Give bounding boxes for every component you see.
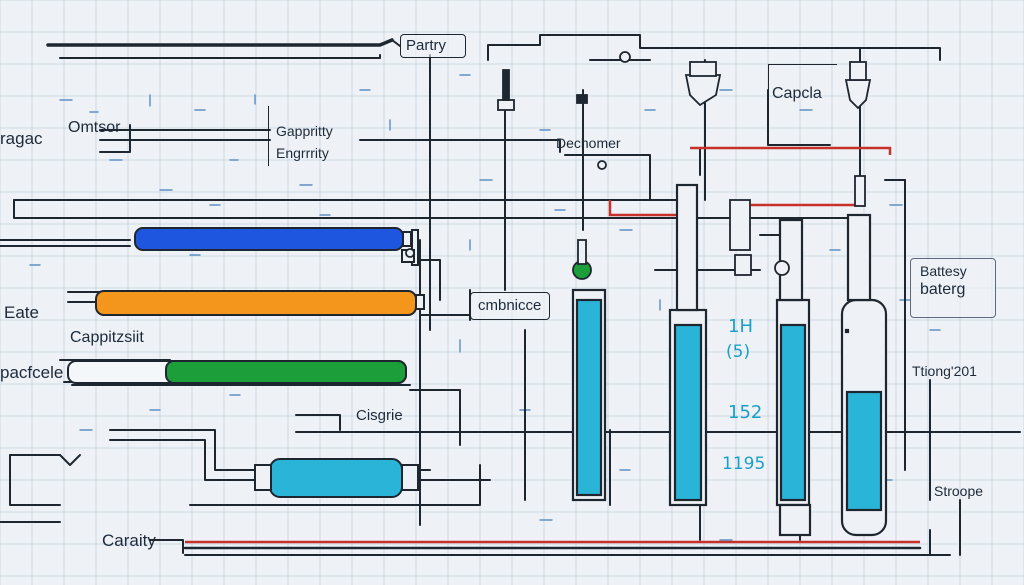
- capcia-label-box: [768, 64, 837, 125]
- readout-1: 1H: [728, 316, 753, 337]
- capptizsit-label: Cappitzsiit: [70, 329, 144, 346]
- orange-tube: [95, 290, 417, 316]
- battey-label-box: [910, 258, 996, 318]
- eate-label: Eate: [4, 303, 39, 322]
- readout-4: 1195: [722, 454, 766, 474]
- caraity-label: Caraity: [102, 531, 156, 550]
- omtsor-label: Omtsor: [68, 119, 121, 136]
- readout-3: 152: [728, 402, 763, 423]
- ragac-label: ragac: [0, 129, 43, 148]
- vertical-columns: [571, 183, 888, 537]
- green-tube: [165, 360, 407, 384]
- red-wires: [185, 146, 920, 544]
- horizontal-tubes: [67, 227, 425, 498]
- cisgrie-label: Cisgrie: [356, 407, 403, 424]
- instrument-heads: [405, 51, 872, 280]
- party-label: Partry: [406, 37, 447, 54]
- battey-label-line1: Battesy: [920, 263, 967, 279]
- cmbnicce-label: cmbnicce: [478, 297, 542, 314]
- battey-label-line2: baterg: [920, 281, 966, 298]
- tiong-label: Ttiong'201: [912, 363, 977, 379]
- cyan-tube: [269, 458, 403, 498]
- gapprity-label-box: [268, 106, 361, 166]
- engrrity-label: Engrrrity: [276, 145, 329, 161]
- party-label-box: [400, 34, 466, 58]
- dechomer-label: Dechomer: [556, 135, 621, 151]
- capcia-label: Capcla: [772, 85, 822, 102]
- blue-tube: [134, 227, 404, 251]
- cmbnicce-label-box: [470, 292, 550, 320]
- pacfcele-label: pacfcele: [0, 363, 64, 382]
- gapprity-label: Gappritty: [276, 123, 333, 139]
- stroope-label: Stroope: [934, 483, 984, 499]
- readout-2: (5): [726, 342, 751, 362]
